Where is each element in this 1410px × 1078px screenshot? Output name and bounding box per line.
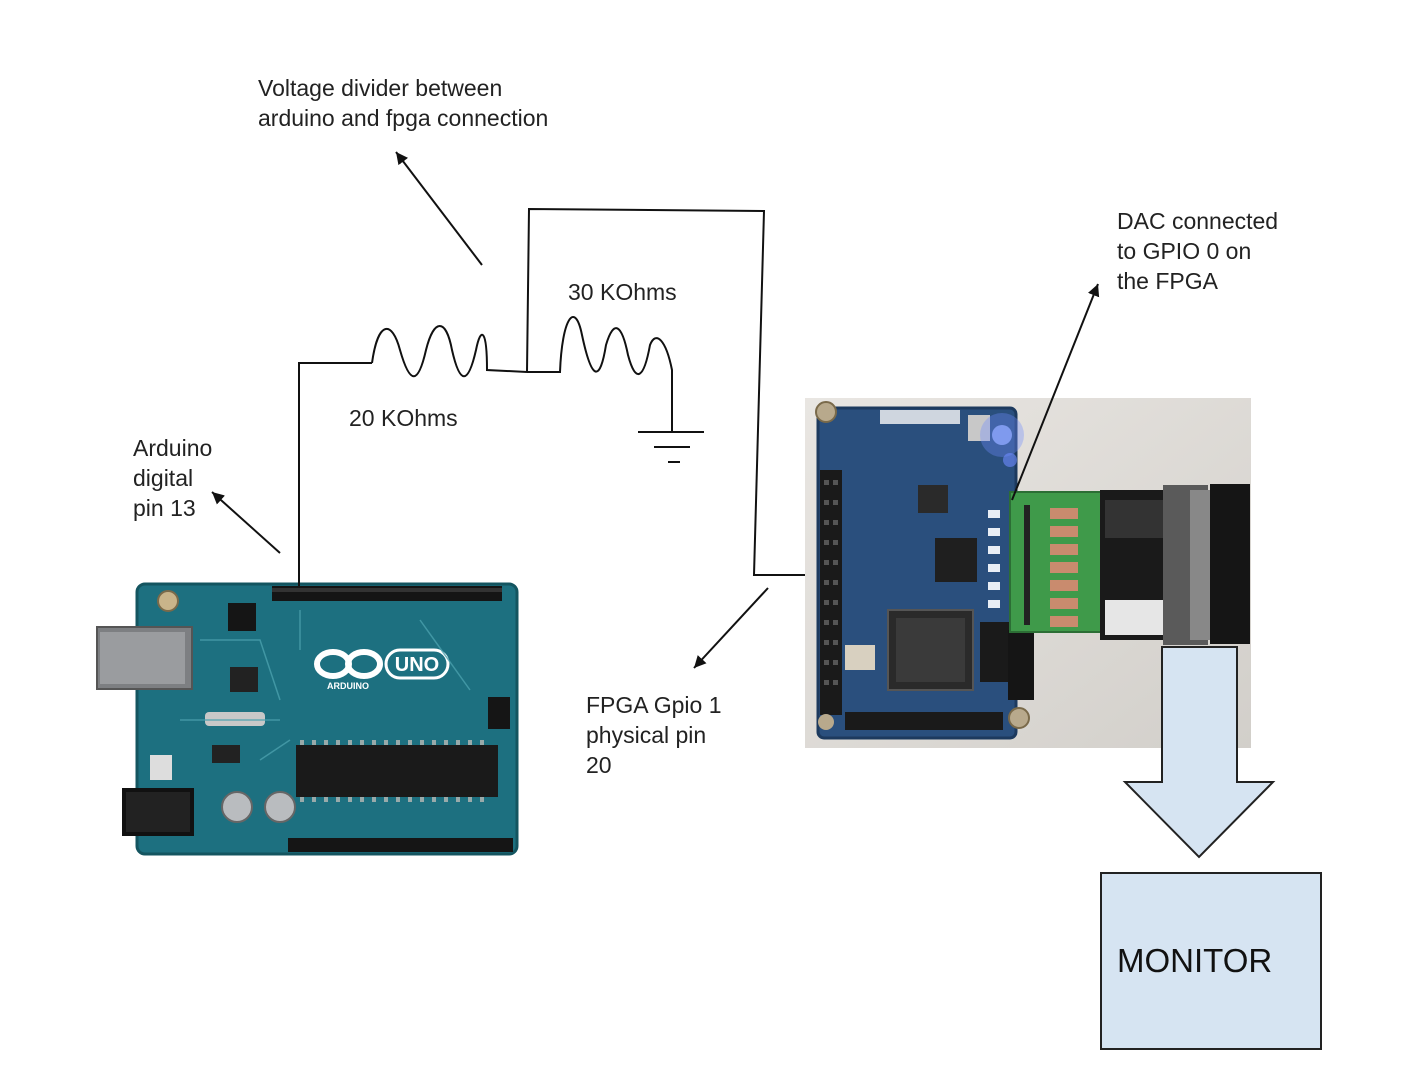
label-fpga-pin-line3: 20	[586, 752, 612, 778]
label-voltage-divider: Voltage divider between arduino and fpga…	[258, 73, 548, 133]
uno-logo-text: UNO	[395, 654, 439, 676]
arduino-uno-board: UNO ARDUINO	[96, 582, 519, 856]
label-dac-line1: DAC connected	[1117, 208, 1279, 234]
reset-button	[157, 590, 179, 612]
circuit-wires	[211, 151, 1100, 669]
wire-arduino-pin13	[298, 362, 372, 586]
arrow-dac	[1011, 283, 1100, 501]
resistor-30k	[527, 316, 673, 432]
label-dac-line2: to GPIO 0 on	[1117, 238, 1252, 264]
fpga-board-photo	[805, 398, 1251, 748]
capacitor-1	[221, 791, 253, 823]
capacitor-2	[264, 791, 296, 823]
label-arduino-pin: Arduino digital pin 13	[133, 433, 212, 523]
label-fpga-pin-line2: physical pin	[586, 722, 707, 748]
arrow-voltage-divider	[395, 151, 483, 266]
wire-node-to-fpga	[526, 207, 805, 576]
label-arduino-pin-line1: Arduino	[133, 435, 213, 461]
label-fpga-pin: FPGA Gpio 1 physical pin 20	[586, 690, 722, 780]
arduino-logo: UNO ARDUINO	[314, 648, 450, 691]
atmega-chip	[296, 745, 498, 797]
label-dac-line3: the FPGA	[1117, 268, 1218, 294]
label-voltage-divider-line1: Voltage divider between	[258, 75, 503, 101]
arrow-arduino-pin	[211, 491, 281, 554]
ground-symbol	[638, 431, 704, 463]
monitor-label: MONITOR	[1117, 942, 1273, 979]
label-fpga-pin-line1: FPGA Gpio 1	[586, 692, 722, 718]
resistor-20k	[371, 325, 528, 377]
monitor-box	[1100, 872, 1322, 1050]
label-arduino-pin-line2: digital	[133, 465, 194, 491]
label-resistor-20k: 20 KOhms	[349, 405, 458, 431]
label-dac: DAC connected to GPIO 0 on the FPGA	[1117, 206, 1278, 296]
label-resistor-30k: 30 KOhms	[568, 279, 677, 305]
arrow-fpga-pin	[693, 587, 769, 669]
arduino-brand-text: ARDUINO	[327, 681, 369, 691]
label-arduino-pin-line3: pin 13	[133, 495, 196, 521]
label-voltage-divider-line2: arduino and fpga connection	[258, 105, 549, 131]
down-arrow-to-monitor	[1122, 646, 1276, 859]
